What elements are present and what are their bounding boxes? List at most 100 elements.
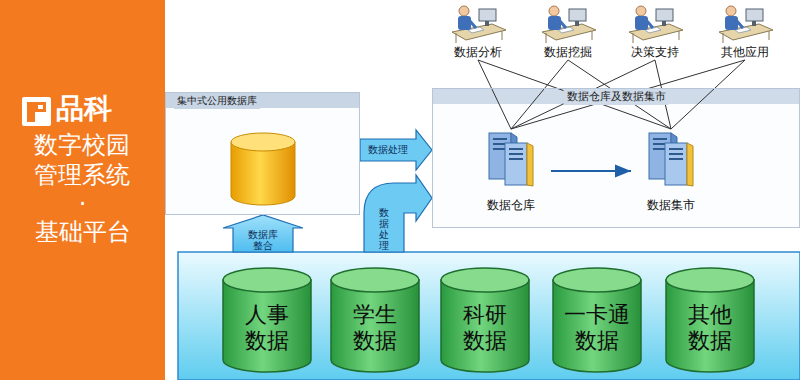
app-node: 数据挖掘: [533, 2, 603, 60]
monitor: [479, 9, 496, 21]
app-node: 数据分析: [443, 2, 513, 60]
server-side: [687, 143, 693, 186]
panel-node: 数据仓库及数据集市数据仓库数据集市: [432, 88, 800, 228]
desk-leg: [546, 33, 547, 43]
logo-bowl: [35, 102, 46, 112]
person-body: [458, 16, 471, 30]
user-icon: [538, 2, 598, 44]
connector-line: [551, 170, 631, 172]
connector-line: [478, 60, 671, 129]
server-side: [527, 143, 533, 186]
app-node: 决策支持: [620, 2, 690, 60]
person-head: [636, 6, 646, 16]
cylinder-top: [441, 268, 529, 292]
monitor-stand: [752, 21, 756, 26]
server-slot: [653, 138, 667, 140]
server-slot: [509, 153, 523, 155]
panel-header-bar: [165, 92, 360, 108]
server-text: 数据集市: [631, 198, 711, 213]
monitor-stand: [485, 21, 489, 26]
cylinder-body: [331, 280, 419, 372]
desk-leg: [456, 33, 457, 43]
cyl-text: 科研 数据: [451, 302, 519, 354]
cyl-text: 一卡通 数据: [563, 302, 631, 354]
server-text: 数据仓库: [471, 198, 551, 213]
block-arrow: [360, 130, 432, 170]
edge-label-box: 数据库 整合: [233, 228, 293, 252]
cylinder-top: [553, 268, 641, 292]
server-slot: [509, 148, 523, 150]
app-text: 决策支持: [620, 45, 690, 60]
server-slot: [669, 153, 683, 155]
cyl-text: 其他 数据: [676, 302, 744, 354]
server-node: 数据集市: [631, 129, 711, 213]
connector-line: [511, 60, 568, 129]
person-arm: [736, 20, 743, 28]
edge-label-box: 数据处理: [360, 139, 416, 161]
person-head: [549, 6, 559, 16]
app-text: 数据挖掘: [533, 45, 603, 60]
desk-leg: [723, 33, 724, 43]
brand-node: 品科数字校园 管理系统·基础平台: [0, 0, 165, 380]
cylinder-top: [223, 268, 311, 292]
desk-leg: [592, 31, 593, 40]
panel-fill: [165, 92, 360, 215]
cylinder-body: [441, 280, 529, 372]
monitor: [656, 9, 673, 21]
cyl-text: 人事 数据: [233, 302, 301, 354]
connector-line: [671, 60, 745, 129]
monitor-stand: [575, 21, 579, 26]
user-icon: [625, 2, 685, 44]
logo-square: [22, 97, 51, 126]
connector-line: [511, 60, 745, 129]
monitor: [746, 9, 763, 21]
server-tower: [665, 143, 687, 185]
server-slot: [509, 158, 523, 160]
server-icon: [641, 129, 701, 187]
panel-header-bar: [432, 88, 800, 104]
user-icon: [715, 2, 775, 44]
server-node: 数据仓库: [471, 129, 551, 213]
user-icon: [448, 2, 508, 44]
cylinder-body: [223, 280, 311, 372]
person-body: [725, 16, 738, 30]
app-text: 其他应用: [710, 45, 780, 60]
brand-text: 基础平台: [0, 219, 165, 245]
person-arm: [559, 20, 566, 28]
server-slot: [669, 158, 683, 160]
cyl-node: 学生 数据: [329, 266, 421, 374]
block-arrow: [223, 215, 303, 252]
brand-text: 品科: [56, 92, 112, 126]
cylinder-body: [666, 280, 754, 372]
logo-hole: [38, 105, 43, 109]
brand-text: 数字校园 管理系统: [30, 130, 133, 190]
edge-label: 数据处理: [379, 207, 389, 251]
person-arm: [646, 20, 653, 28]
server-slot: [493, 138, 507, 140]
cyl-node: 其他 数据: [664, 266, 756, 374]
cyl-node: 人事 数据: [221, 266, 313, 374]
cylinder-top: [666, 268, 754, 292]
person-head: [726, 6, 736, 16]
cyl-text: 学生 数据: [341, 302, 409, 354]
app-text: 数据分析: [443, 45, 513, 60]
band-node: 人事 数据学生 数据科研 数据一卡通 数据其他 数据: [178, 252, 800, 380]
logo-stem: [27, 102, 35, 122]
person-body: [548, 16, 561, 30]
source-band-fill: [178, 252, 800, 380]
monitor: [569, 9, 586, 21]
panel-text: 集中式公用数据库: [174, 93, 260, 109]
monitor-stand: [662, 21, 666, 26]
person-head: [459, 6, 469, 16]
cylinder-body: [553, 280, 641, 372]
database-cylinder-top: [231, 133, 295, 151]
cyl-node: 一卡通 数据: [551, 266, 643, 374]
person-arm: [469, 20, 476, 28]
brand-text: ·: [0, 191, 165, 217]
edge-label: 数据库 整合: [247, 229, 279, 251]
edge-label-box: 数据处理: [374, 205, 394, 252]
curved-block-arrow: [364, 175, 432, 252]
panel-node: 集中式公用数据库: [165, 92, 360, 215]
desk-leg: [633, 33, 634, 43]
